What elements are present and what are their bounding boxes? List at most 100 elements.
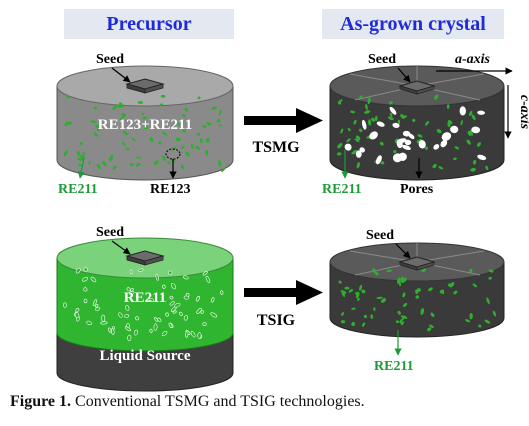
re211-particle [358, 128, 363, 133]
re211-particle [341, 290, 346, 298]
re211-particle [126, 287, 131, 292]
re211-particle [197, 332, 202, 339]
re211-particle [195, 295, 200, 302]
re211-particle [417, 134, 423, 138]
re211-particle [131, 137, 136, 142]
re211-particle [373, 307, 376, 311]
re211-particle [95, 124, 100, 128]
re211-particle [183, 295, 190, 300]
re211-particle [471, 114, 476, 121]
tsmg-crystal-pores [344, 106, 487, 165]
re211-particle [492, 310, 497, 317]
tsmg-re211-label: RE211 [58, 182, 98, 197]
re211-particle [387, 116, 394, 121]
tsig-precursor-seed [125, 250, 165, 266]
re211-particle [210, 312, 218, 318]
re211-particle [183, 315, 188, 321]
pore [389, 106, 397, 115]
re211-particle [75, 267, 81, 274]
re211-particle [340, 320, 346, 324]
re211-particle [218, 124, 222, 127]
tsmg-precursor-seed [125, 78, 165, 94]
c-axis-label: c-axis [517, 95, 529, 130]
pore [471, 126, 481, 134]
re211-particle [149, 328, 153, 333]
re211-particle [365, 103, 368, 111]
tsig-crystal-seed [398, 256, 436, 271]
re211-particle [358, 284, 363, 291]
re211-particle [75, 307, 80, 313]
re211-particle [135, 162, 141, 167]
re211-particle [469, 268, 473, 274]
re211-particle [190, 331, 196, 338]
re211-particle [142, 116, 148, 120]
caption-text: Conventional TSMG and TSIG technologies. [71, 393, 365, 410]
re211-particle [135, 126, 140, 131]
re211-particle [380, 298, 387, 303]
re211-particle [130, 288, 134, 292]
re211-particle [178, 311, 183, 316]
re211-particle [180, 164, 185, 170]
re211-particle [124, 314, 130, 318]
re211-particle [88, 160, 91, 165]
re211-particle [386, 269, 393, 272]
re211-particle [182, 128, 186, 133]
as-grown-crystal-header: As-grown crystal [322, 9, 504, 39]
re211-particle [205, 149, 209, 156]
re211-particle [453, 290, 458, 295]
re211-particle [149, 136, 154, 143]
re211-particle [153, 323, 158, 331]
re211-particle [397, 119, 401, 125]
re211-particle [432, 163, 437, 169]
tsig-precursor-seed-label: Seed [96, 225, 124, 240]
re211-particle [159, 103, 164, 106]
re123-grain-marker [165, 148, 181, 160]
re211-particle [430, 312, 435, 318]
tsmg-re123-label: RE123 [150, 182, 190, 197]
re211-particle [96, 163, 101, 170]
pore [441, 132, 452, 141]
re211-particle [470, 167, 476, 172]
re211-particle [138, 268, 144, 272]
caption-prefix: Figure 1. [10, 393, 72, 410]
pore [369, 131, 378, 140]
re211-particle [364, 110, 371, 114]
re211-particle [101, 314, 106, 322]
pore [375, 155, 382, 165]
re211-particle [137, 101, 144, 104]
re211-particle [62, 302, 68, 308]
re211-particle [372, 268, 376, 273]
tsmg-precursor-seed-label: Seed [96, 52, 124, 67]
re211-particle [100, 321, 108, 325]
re211-particle [95, 306, 101, 311]
tsmg-crystal-re211-particles [337, 94, 489, 172]
re211-particle [205, 276, 211, 283]
re211-particle [485, 165, 489, 171]
re211-particle [361, 289, 366, 294]
tsmg-re211-pointer [77, 157, 85, 179]
re211-particle [93, 107, 98, 110]
re211-particle [83, 267, 88, 272]
re211-particle [183, 275, 189, 280]
re211-particle [344, 286, 350, 290]
re211-particle [153, 160, 159, 166]
re211-particle [389, 112, 393, 117]
tsig-precursor-seed-pointer [111, 240, 131, 255]
re211-particle [119, 115, 126, 121]
re211-particle [488, 269, 493, 273]
re211-particle [196, 307, 202, 314]
re211-particle [340, 128, 344, 134]
re211-particle [454, 146, 459, 150]
re211-particle [92, 299, 97, 306]
pore [440, 139, 448, 148]
re211-particle [86, 320, 92, 326]
re211-particle [171, 282, 176, 290]
pore [433, 144, 440, 150]
re211-particle [363, 314, 367, 319]
re211-particle [424, 146, 428, 150]
re211-particle [466, 139, 471, 145]
re211-particle [484, 319, 491, 324]
pore [477, 110, 485, 115]
re211-particle [397, 310, 401, 315]
re211-particle [427, 327, 432, 332]
